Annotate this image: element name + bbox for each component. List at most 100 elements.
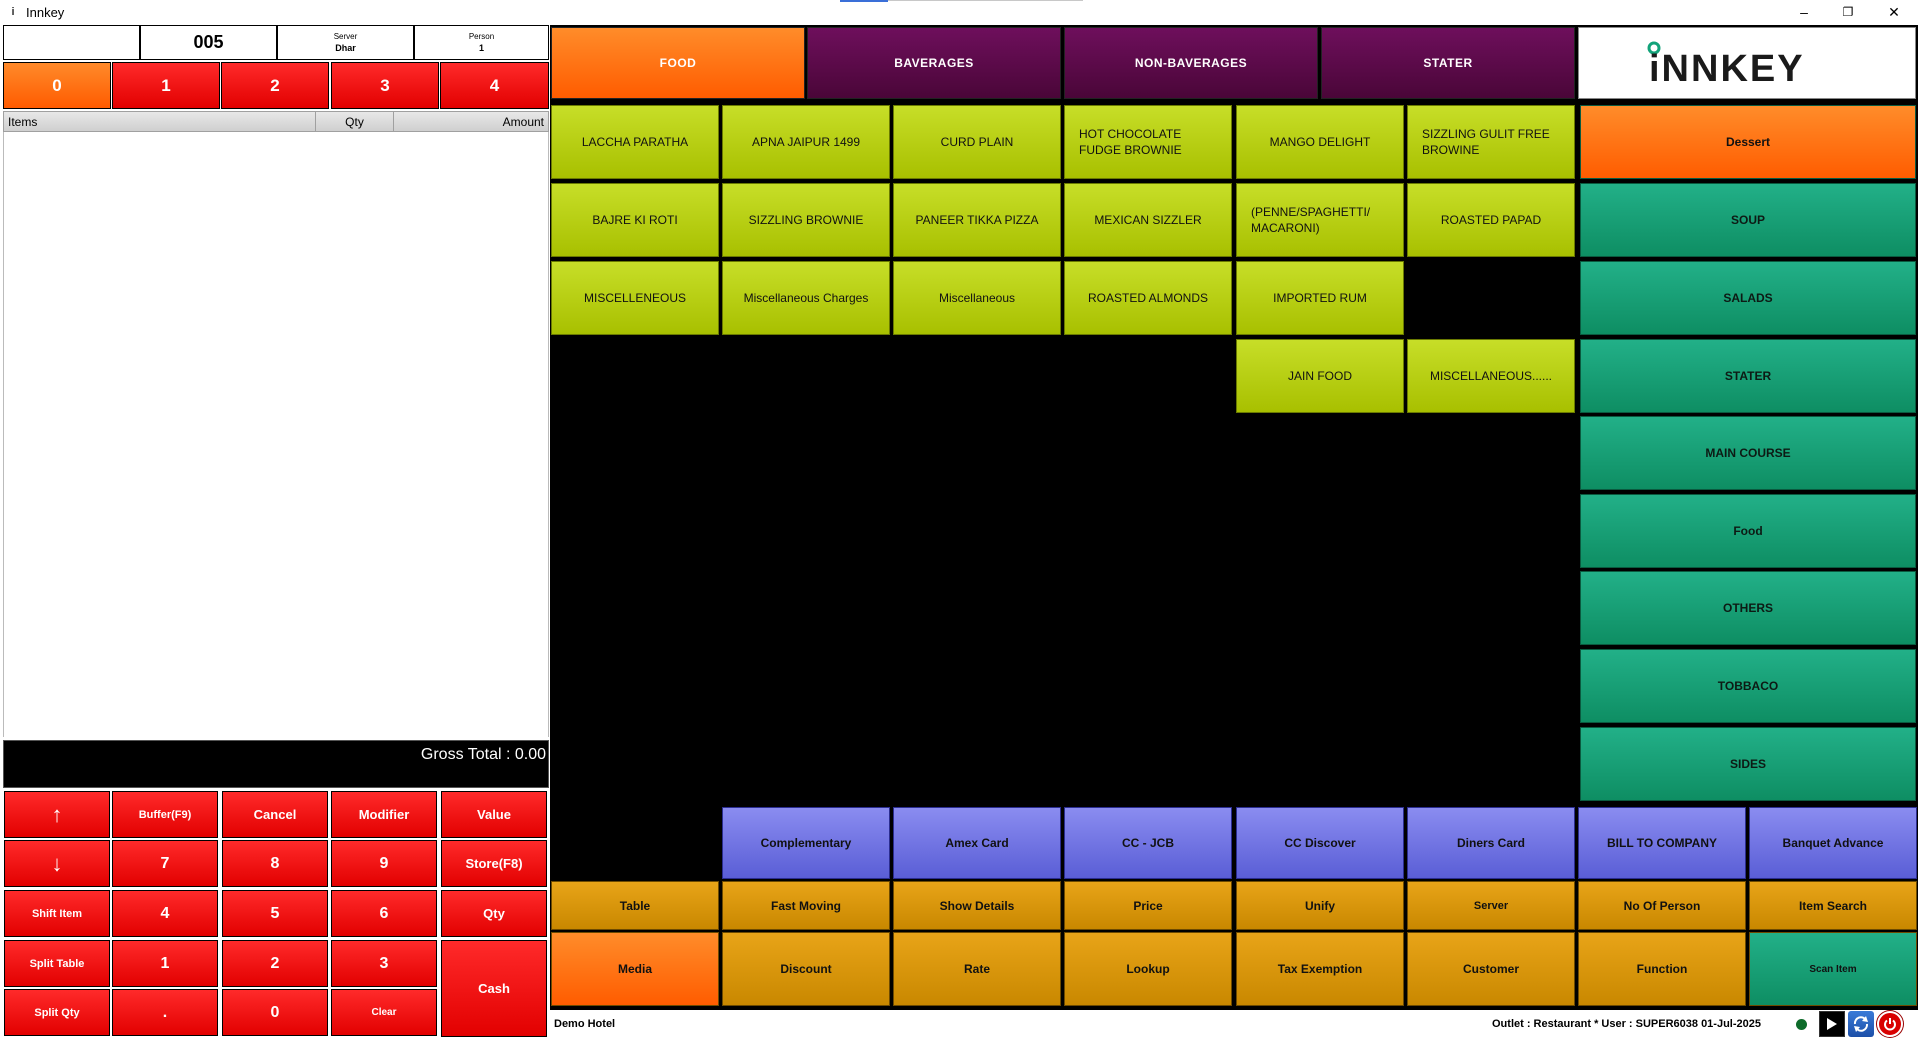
- item-laccha-paratha[interactable]: LACCHA PARATHA: [551, 105, 719, 179]
- item-curd-plain[interactable]: CURD PLAIN: [893, 105, 1061, 179]
- key-1[interactable]: 1: [112, 940, 218, 987]
- key-5[interactable]: 5: [222, 890, 328, 937]
- group-soup[interactable]: SOUP: [1580, 183, 1916, 257]
- cancel-button[interactable]: Cancel: [222, 791, 328, 838]
- payment-bill-to-company[interactable]: BILL TO COMPANY: [1578, 807, 1746, 879]
- slot-button-2[interactable]: 2: [221, 62, 329, 109]
- group-stater[interactable]: STATER: [1580, 339, 1916, 413]
- payment-complementary[interactable]: Complementary: [722, 807, 890, 879]
- item-jain-food[interactable]: JAIN FOOD: [1236, 339, 1404, 413]
- item-roasted-almonds[interactable]: ROASTED ALMONDS: [1064, 261, 1232, 335]
- category-stater[interactable]: STATER: [1321, 27, 1575, 99]
- cash-button[interactable]: Cash: [441, 940, 547, 1037]
- item-miscelleneous[interactable]: MISCELLENEOUS: [551, 261, 719, 335]
- function-customer[interactable]: Customer: [1407, 932, 1575, 1006]
- group-tobbaco[interactable]: TOBBACO: [1580, 649, 1916, 723]
- function-fast-moving[interactable]: Fast Moving: [722, 881, 890, 930]
- function-show-details[interactable]: Show Details: [893, 881, 1061, 930]
- split-table-button[interactable]: Split Table: [4, 940, 110, 987]
- item-sizzling-gulit-free-browine[interactable]: SIZZLING GULIT FREE BROWINE: [1407, 105, 1575, 179]
- slot-button-1[interactable]: 1: [112, 62, 220, 109]
- minimize-button[interactable]: –: [1800, 4, 1808, 20]
- function-unify[interactable]: Unify: [1236, 881, 1404, 930]
- down-arrow-button[interactable]: ↓: [4, 840, 110, 887]
- key-3[interactable]: 3: [331, 940, 437, 987]
- function-no-of-person[interactable]: No Of Person: [1578, 881, 1746, 930]
- group-main-course[interactable]: MAIN COURSE: [1580, 416, 1916, 490]
- split-qty-button[interactable]: Split Qty: [4, 989, 110, 1036]
- category-non-baverages[interactable]: NON-BAVERAGES: [1064, 27, 1318, 99]
- connection-status-icon: [1796, 1019, 1807, 1030]
- qty-button[interactable]: Qty: [441, 890, 547, 937]
- key-9[interactable]: 9: [331, 840, 437, 887]
- item-miscellaneous-more[interactable]: MISCELLANEOUS......: [1407, 339, 1575, 413]
- refresh-icon[interactable]: [1848, 1011, 1874, 1037]
- col-qty[interactable]: Qty: [316, 112, 394, 131]
- payment-banquet-advance[interactable]: Banquet Advance: [1749, 807, 1917, 879]
- key-4[interactable]: 4: [112, 890, 218, 937]
- item-mango-delight[interactable]: MANGO DELIGHT: [1236, 105, 1404, 179]
- key-6[interactable]: 6: [331, 890, 437, 937]
- function-media[interactable]: Media: [551, 932, 719, 1006]
- restore-button[interactable]: ❐: [1842, 5, 1854, 19]
- window-title: Innkey: [26, 4, 65, 20]
- item-penne-spaghetti-macaroni[interactable]: (PENNE/SPAGHETTI/ MACARONI): [1236, 183, 1404, 257]
- items-list[interactable]: [3, 132, 549, 737]
- clear-button[interactable]: Clear: [331, 989, 437, 1036]
- item-mexican-sizzler[interactable]: MEXICAN SIZZLER: [1064, 183, 1232, 257]
- slot-button-4[interactable]: 4: [440, 62, 549, 109]
- function-scan-item[interactable]: Scan Item: [1749, 932, 1917, 1006]
- close-button[interactable]: ✕: [1888, 3, 1900, 20]
- store-button[interactable]: Store(F8): [441, 840, 547, 887]
- item-bajre-ki-roti[interactable]: BAJRE KI ROTI: [551, 183, 719, 257]
- item-imported-rum[interactable]: IMPORTED RUM: [1236, 261, 1404, 335]
- function-price[interactable]: Price: [1064, 881, 1232, 930]
- item-roasted-papad[interactable]: ROASTED PAPAD: [1407, 183, 1575, 257]
- group-food[interactable]: Food: [1580, 494, 1916, 568]
- col-items[interactable]: Items: [4, 112, 316, 131]
- item-hot-chocolate-fudge-brownie[interactable]: HOT CHOCOLATE FUDGE BROWNIE: [1064, 105, 1232, 179]
- person-box[interactable]: Person 1: [414, 25, 549, 60]
- function-function[interactable]: Function: [1578, 932, 1746, 1006]
- function-rate[interactable]: Rate: [893, 932, 1061, 1006]
- group-dessert[interactable]: Dessert: [1580, 105, 1916, 179]
- item-miscellaneous[interactable]: Miscellaneous: [893, 261, 1061, 335]
- category-food[interactable]: FOOD: [551, 27, 805, 99]
- modifier-button[interactable]: Modifier: [331, 791, 437, 838]
- key-8[interactable]: 8: [222, 840, 328, 887]
- table-name-field[interactable]: [3, 25, 140, 60]
- col-amount[interactable]: Amount: [502, 114, 544, 129]
- item-apna-jaipur-1499[interactable]: APNA JAIPUR 1499: [722, 105, 890, 179]
- play-icon[interactable]: [1819, 1011, 1845, 1037]
- slot-button-0[interactable]: 0: [3, 62, 111, 109]
- shift-item-button[interactable]: Shift Item: [4, 890, 110, 937]
- buffer-button[interactable]: Buffer(F9): [112, 791, 218, 838]
- payment-diners-card[interactable]: Diners Card: [1407, 807, 1575, 879]
- value-button[interactable]: Value: [441, 791, 547, 838]
- function-lookup[interactable]: Lookup: [1064, 932, 1232, 1006]
- up-arrow-button[interactable]: ↑: [4, 791, 110, 838]
- key-2[interactable]: 2: [222, 940, 328, 987]
- key-7[interactable]: 7: [112, 840, 218, 887]
- group-salads[interactable]: SALADS: [1580, 261, 1916, 335]
- function-tax-exemption[interactable]: Tax Exemption: [1236, 932, 1404, 1006]
- power-icon[interactable]: [1877, 1011, 1903, 1037]
- function-item-search[interactable]: Item Search: [1749, 881, 1917, 930]
- key-dot[interactable]: .: [112, 989, 218, 1036]
- function-server[interactable]: Server: [1407, 881, 1575, 930]
- item-paneer-tikka-pizza[interactable]: PANEER TIKKA PIZZA: [893, 183, 1061, 257]
- group-others[interactable]: OTHERS: [1580, 571, 1916, 645]
- function-discount[interactable]: Discount: [722, 932, 890, 1006]
- person-value: 1: [478, 43, 484, 53]
- slot-button-3[interactable]: 3: [331, 62, 439, 109]
- item-miscellaneous-charges[interactable]: Miscellaneous Charges: [722, 261, 890, 335]
- server-box[interactable]: Server Dhar: [277, 25, 414, 60]
- group-sides[interactable]: SIDES: [1580, 727, 1916, 801]
- payment-cc-discover[interactable]: CC Discover: [1236, 807, 1404, 879]
- item-sizzling-brownie[interactable]: SIZZLING BROWNIE: [722, 183, 890, 257]
- payment-amex-card[interactable]: Amex Card: [893, 807, 1061, 879]
- function-table[interactable]: Table: [551, 881, 719, 930]
- payment-cc-jcb[interactable]: CC - JCB: [1064, 807, 1232, 879]
- key-0[interactable]: 0: [222, 989, 328, 1036]
- category-baverages[interactable]: BAVERAGES: [807, 27, 1061, 99]
